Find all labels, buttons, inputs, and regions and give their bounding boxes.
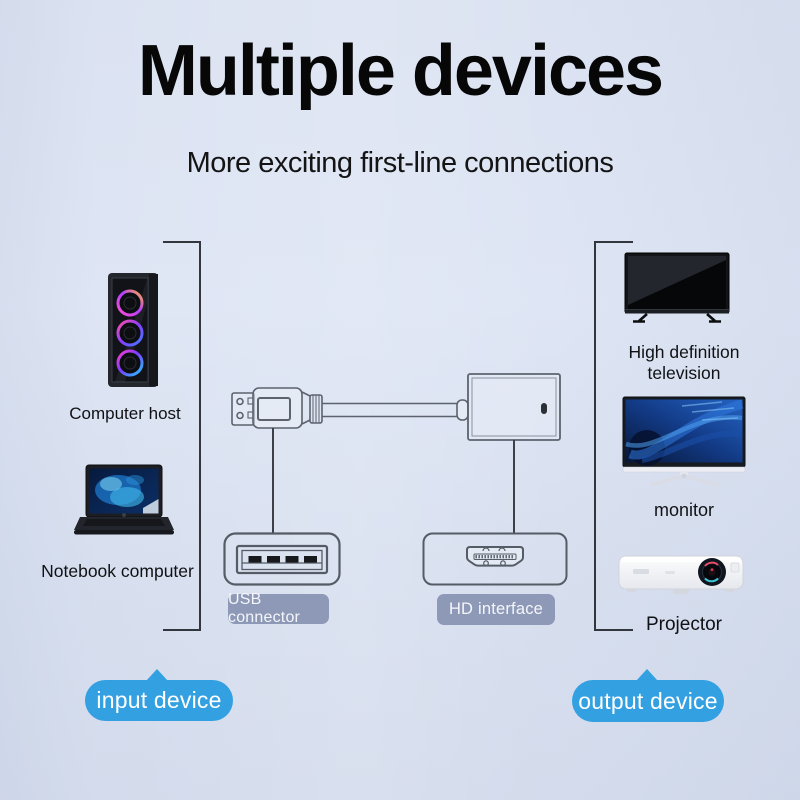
usb-port-icon: [223, 532, 341, 586]
hd-interface-badge: HD interface: [437, 594, 555, 625]
notebook-computer-label: Notebook computer: [41, 561, 194, 581]
monitor-label: monitor: [653, 500, 715, 520]
input-group-bracket: [163, 241, 201, 631]
laptop-icon: [73, 464, 175, 537]
badge-pointer-up: [636, 669, 658, 681]
hdtv-label: High definition television: [628, 342, 740, 383]
hdmi-port-icon: [422, 532, 568, 586]
desktop-tower-icon: [105, 271, 161, 389]
badge-pointer-up: [146, 669, 168, 681]
output-device-badge-label: output device: [578, 687, 718, 714]
page-title: Multiple devices: [137, 31, 664, 111]
projector-label: Projector: [645, 614, 723, 635]
computer-host-label: Computer host: [69, 404, 181, 423]
tv-icon: [624, 252, 730, 324]
usb-drop-line: [272, 428, 274, 533]
input-device-badge: input device: [85, 669, 233, 721]
hdmi-drop-line: [513, 440, 515, 533]
monitor-icon: [622, 396, 746, 488]
input-device-badge-label: input device: [96, 687, 222, 713]
projector-icon: [617, 551, 745, 599]
output-group-bracket: [594, 241, 633, 631]
output-device-badge: output device: [572, 669, 724, 722]
usb-to-hdmi-adapter-icon: [225, 368, 570, 446]
page-subtitle: More exciting first-line connections: [186, 147, 614, 179]
usb-connector-badge: USB connector: [228, 591, 329, 626]
